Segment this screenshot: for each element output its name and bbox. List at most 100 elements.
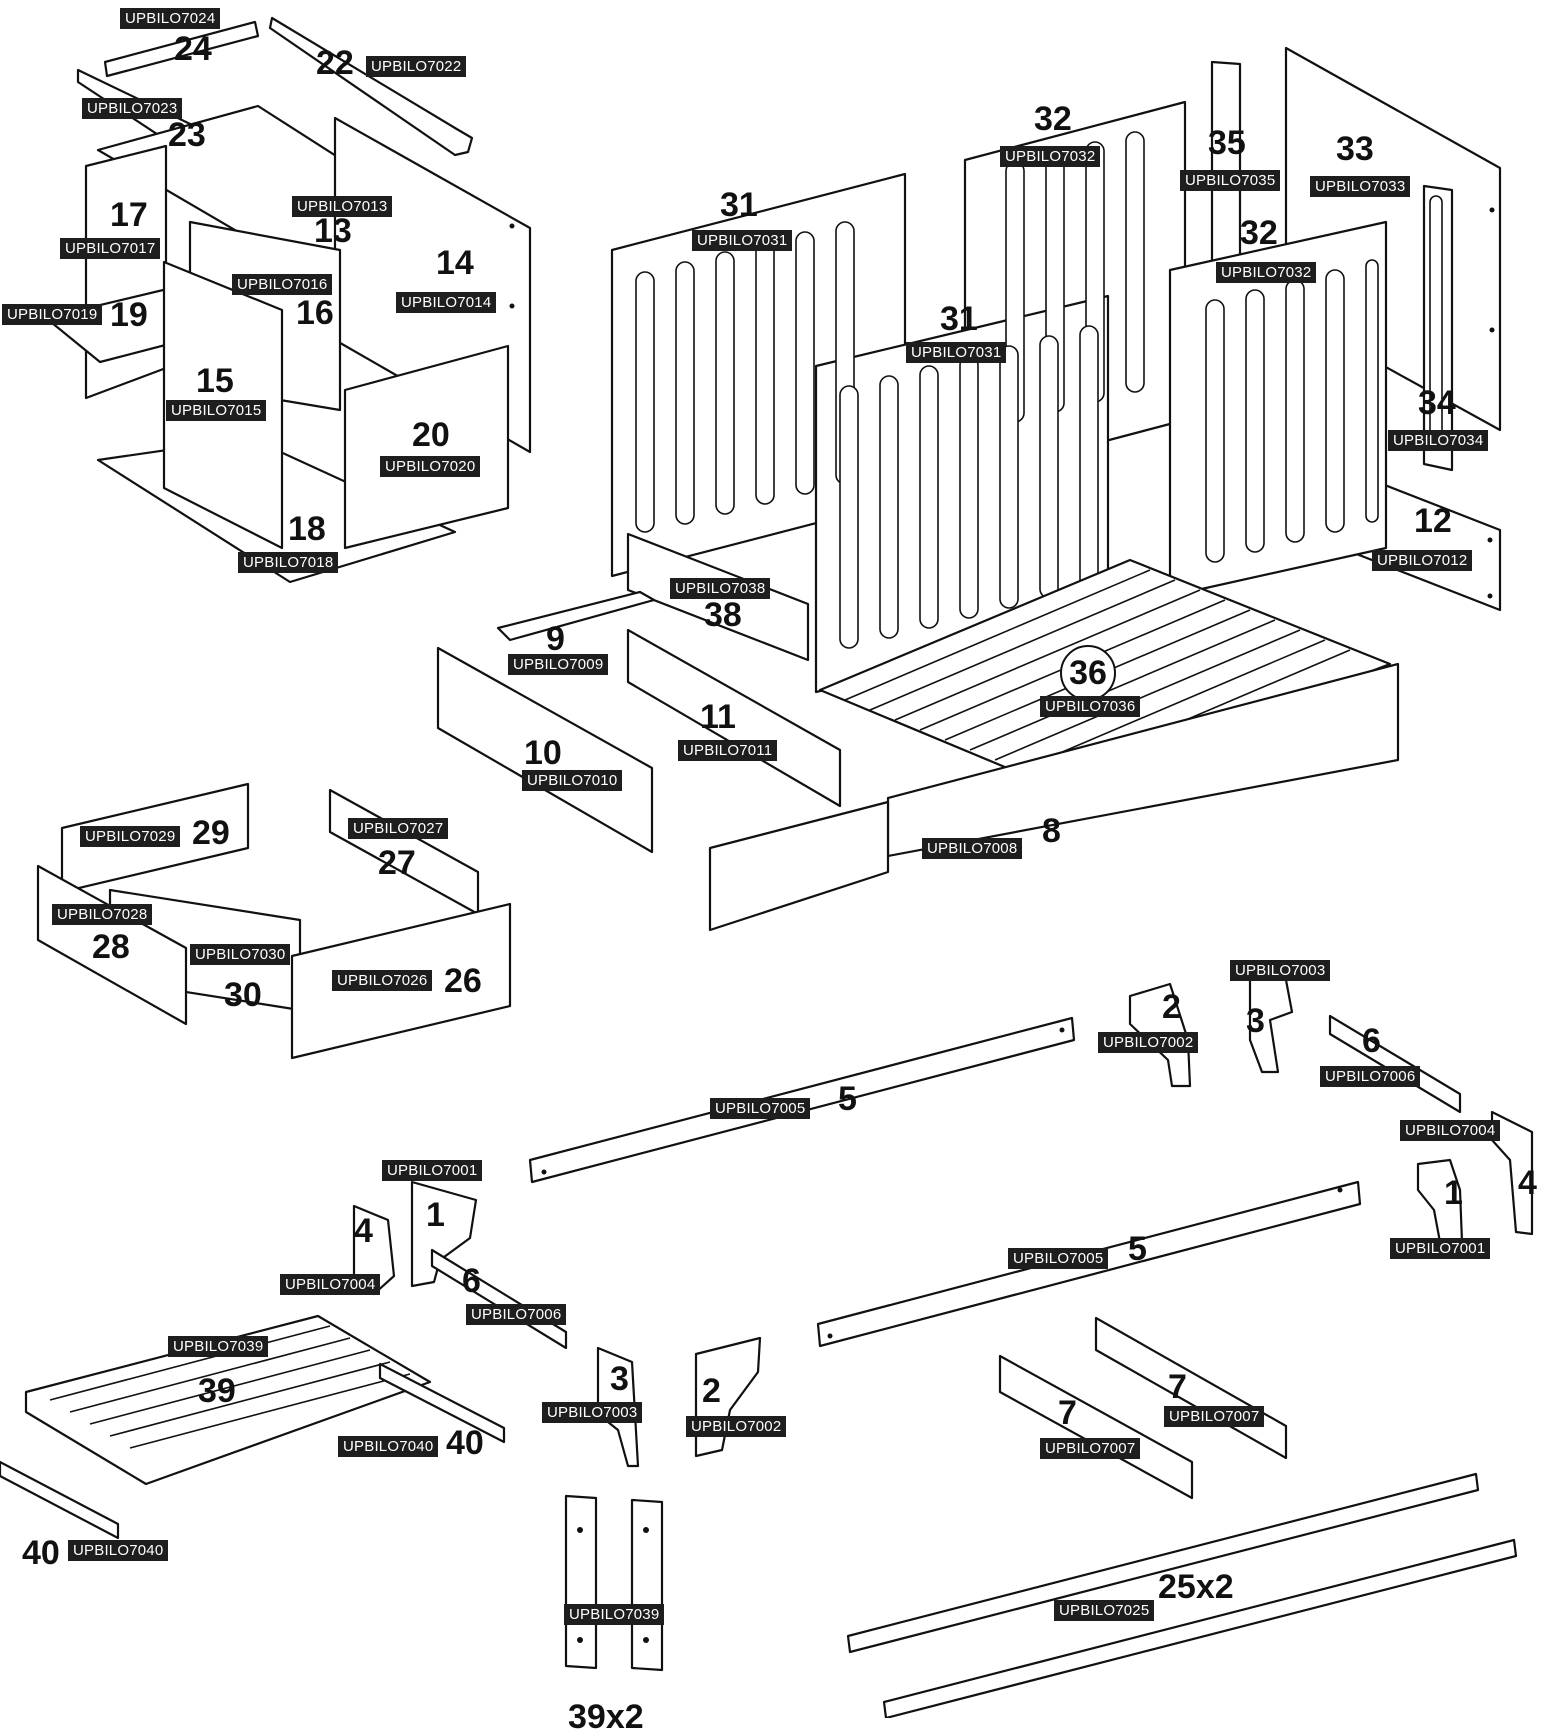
part-code-p35: UPBILO7035: [1180, 170, 1281, 191]
part-code-p23: UPBILO7023: [82, 98, 183, 119]
panel-24: [103, 20, 260, 78]
drill-holes: [509, 207, 1495, 1643]
part-code-p4a: UPBILO7004: [1400, 1120, 1501, 1141]
part-code-p17: UPBILO7017: [60, 238, 161, 259]
rail-25-upper: [846, 1472, 1480, 1654]
part-number-p28: 28: [92, 928, 130, 966]
part-number-p2b: 2: [702, 1372, 721, 1410]
part-number-p31a: 31: [720, 186, 758, 224]
part-code-p6b: UPBILO7006: [466, 1304, 567, 1325]
part-code-p15: UPBILO7015: [166, 400, 267, 421]
part-number-p22: 22: [316, 44, 354, 82]
rail-6-upper: [1328, 1014, 1462, 1114]
guard-frame-39: [24, 1314, 432, 1486]
part-number-p12: 12: [1414, 502, 1452, 540]
part-number-p23: 23: [168, 116, 206, 154]
part-code-p27: UPBILO7027: [348, 818, 449, 839]
part-code-p36: UPBILO7036: [1040, 696, 1141, 717]
part-number-p19: 19: [110, 296, 148, 334]
part-number-p6a: 6: [1362, 1022, 1381, 1060]
part-code-p8: UPBILO7008: [922, 838, 1023, 859]
part-number-p33: 33: [1336, 130, 1374, 168]
part-code-p32a: UPBILO7032: [1000, 146, 1101, 167]
panel-9: [496, 590, 656, 642]
part-number-p26: 26: [444, 962, 482, 1000]
part-code-p2a: UPBILO7002: [1098, 1032, 1199, 1053]
part-code-p1a: UPBILO7001: [382, 1160, 483, 1181]
rail-40-lower: [0, 1460, 120, 1540]
part-number-p4b: 4: [354, 1212, 373, 1250]
part-number-p18: 18: [288, 510, 326, 548]
part-code-p10: UPBILO7010: [522, 770, 623, 791]
part-number-p2a: 2: [1162, 988, 1181, 1026]
part-code-p25: UPBILO7025: [1054, 1600, 1155, 1621]
part-number-p25: 25x2: [1158, 1568, 1234, 1606]
leg-4-left: [352, 1204, 396, 1296]
part-number-p10: 10: [524, 734, 562, 772]
part-number-p39b: 39x2: [568, 1698, 644, 1736]
part-code-p19: UPBILO7019: [2, 304, 103, 325]
part-code-p6a: UPBILO7006: [1320, 1066, 1421, 1087]
part-number-p16: 16: [296, 294, 334, 332]
part-number-p1a: 1: [426, 1196, 445, 1234]
part-number-p31b: 31: [940, 300, 978, 338]
part-code-p38: UPBILO7038: [670, 578, 771, 599]
part-code-p12: UPBILO7012: [1372, 550, 1473, 571]
part-code-p28: UPBILO7028: [52, 904, 153, 925]
part-number-p1b: 1: [1444, 1174, 1463, 1212]
panel-10: [436, 646, 654, 854]
part-number-p20: 20: [412, 416, 450, 454]
part-number-p9: 9: [546, 620, 565, 658]
part-code-p5b: UPBILO7005: [1008, 1248, 1109, 1269]
rail-40-upper: [378, 1362, 506, 1444]
part-number-p39a: 39: [198, 1372, 236, 1410]
part-code-p5a: UPBILO7005: [710, 1098, 811, 1119]
part-number-p36: 36: [1060, 645, 1116, 701]
part-code-p31a: UPBILO7031: [692, 230, 793, 251]
part-code-p3a: UPBILO7003: [1230, 960, 1331, 981]
part-code-p40a: UPBILO7040: [338, 1436, 439, 1457]
part-code-p13: UPBILO7013: [292, 196, 393, 217]
part-number-p8: 8: [1042, 812, 1061, 850]
panel-20: [343, 344, 510, 550]
part-number-p40b: 40: [22, 1534, 60, 1572]
panel-11: [626, 628, 842, 808]
part-number-p15: 15: [196, 362, 234, 400]
part-code-p18: UPBILO7018: [238, 552, 339, 573]
part-code-p24: UPBILO7024: [120, 8, 221, 29]
part-number-p14: 14: [436, 244, 474, 282]
part-code-p40b: UPBILO7040: [68, 1540, 169, 1561]
part-code-p31b: UPBILO7031: [906, 342, 1007, 363]
part-code-p32b: UPBILO7032: [1216, 262, 1317, 283]
part-code-p39a: UPBILO7039: [168, 1336, 269, 1357]
part-number-p27: 27: [378, 844, 416, 882]
rail-7-left: [998, 1354, 1194, 1500]
part-number-p35: 35: [1208, 124, 1246, 162]
part-number-p11: 11: [700, 698, 736, 736]
part-number-p7b: 7: [1168, 1368, 1187, 1406]
part-number-p6b: 6: [462, 1262, 481, 1300]
part-code-p11: UPBILO7011: [678, 740, 778, 761]
part-code-p16: UPBILO7016: [232, 274, 333, 295]
part-number-p13: 13: [314, 212, 352, 250]
guard-slats: [49, 1325, 411, 1449]
part-number-p5a: 5: [838, 1080, 857, 1118]
panel-22: [268, 16, 474, 157]
part-number-p29: 29: [192, 814, 230, 852]
part-number-p38: 38: [704, 596, 742, 634]
part-code-p33: UPBILO7033: [1310, 176, 1411, 197]
rail-8-front: [708, 800, 890, 932]
part-code-p1b: UPBILO7001: [1390, 1238, 1491, 1259]
part-number-p5b: 5: [1128, 1230, 1147, 1268]
part-code-p39b: UPBILO7039: [564, 1604, 665, 1625]
part-code-p34: UPBILO7034: [1388, 430, 1489, 451]
part-number-p3a: 3: [1246, 1002, 1265, 1040]
part-code-p7b: UPBILO7007: [1164, 1406, 1265, 1427]
part-number-p32a: 32: [1034, 100, 1072, 138]
part-number-p7a: 7: [1058, 1394, 1077, 1432]
part-number-p3b: 3: [610, 1360, 629, 1398]
part-number-p40a: 40: [446, 1424, 484, 1462]
part-number-p32b: 32: [1240, 214, 1278, 252]
